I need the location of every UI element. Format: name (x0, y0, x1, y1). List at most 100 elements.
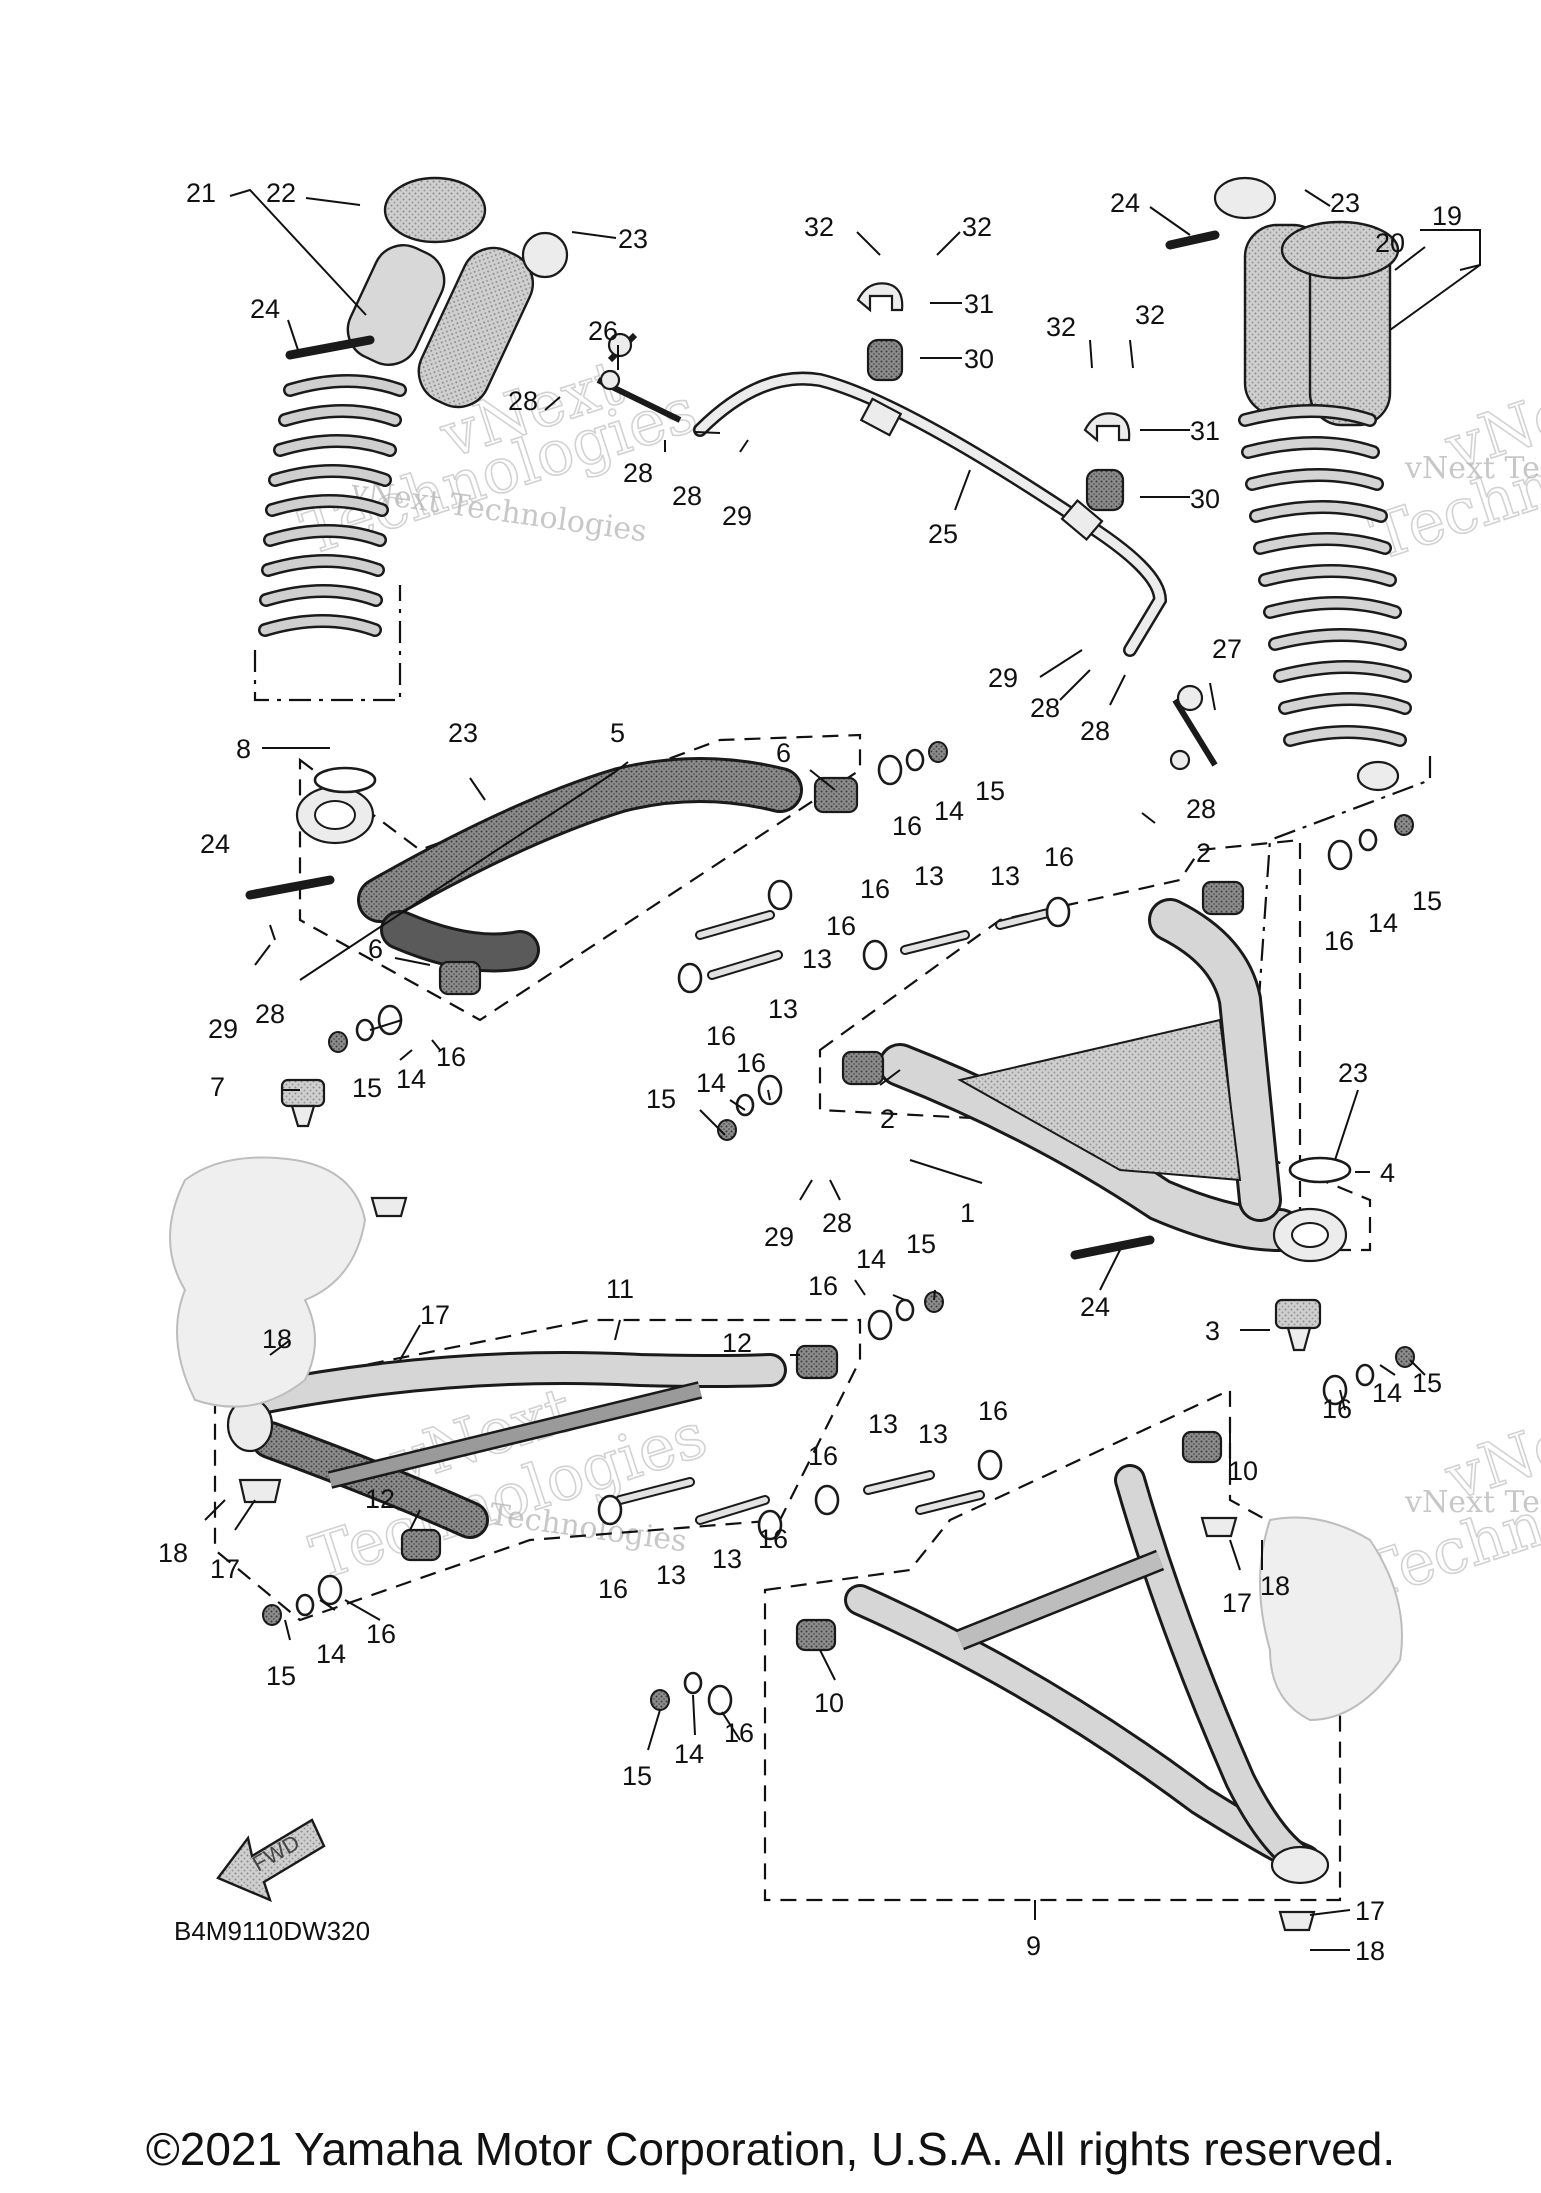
callout: 4 (1380, 1158, 1395, 1188)
callout: 20 (1375, 228, 1405, 258)
steering-knuckle-right (1259, 1298, 1403, 1722)
callout: 16 (808, 1271, 838, 1301)
callout: 29 (722, 501, 752, 531)
ball-joint (1274, 1298, 1322, 1330)
callout: 29 (988, 663, 1018, 693)
callout: 11 (606, 1274, 634, 1304)
callout: 13 (868, 1409, 898, 1439)
callout: 32 (962, 212, 992, 242)
callout: 21 (186, 178, 216, 208)
bushing (1085, 468, 1125, 512)
callout: 16 (724, 1718, 754, 1748)
callout: 18 (1260, 1571, 1290, 1601)
callout: 29 (764, 1222, 794, 1252)
bracket (856, 282, 904, 313)
callout: 17 (420, 1300, 450, 1330)
callout: 6 (776, 738, 791, 768)
callout: 1 (960, 1198, 975, 1228)
callout: 10 (1228, 1456, 1258, 1486)
callout: 23 (1330, 188, 1360, 218)
callout: 15 (266, 1661, 296, 1691)
callout: 23 (1338, 1058, 1368, 1088)
callout: 12 (365, 1484, 395, 1514)
callout: 28 (822, 1208, 852, 1238)
callout: 28 (623, 458, 653, 488)
callout: 17 (1355, 1896, 1385, 1926)
callout: 16 (436, 1042, 466, 1072)
callout: 14 (934, 796, 964, 826)
lower-arm-9 (763, 1388, 1342, 1902)
circlip (313, 766, 377, 794)
stabilizer-bar (596, 282, 1218, 771)
callout: 28 (1186, 794, 1216, 824)
hardware (238, 230, 1415, 1932)
callout: 32 (1046, 312, 1076, 342)
callout: 16 (808, 1441, 838, 1471)
callout: 16 (598, 1574, 628, 1604)
callout: 16 (860, 874, 890, 904)
callout: 30 (964, 344, 994, 374)
callout: 14 (1372, 1378, 1402, 1408)
callout: 27 (1212, 634, 1242, 664)
fwd-arrow-icon: FWD (216, 1818, 326, 1903)
callout: 23 (618, 224, 648, 254)
callout: 18 (1355, 1936, 1385, 1966)
watermark-text: vNext Tec (1404, 1485, 1541, 1520)
callout: 14 (316, 1639, 346, 1669)
bracket (1083, 412, 1131, 443)
diagram-code: B4M9110DW320 (174, 1916, 370, 1946)
callout: 16 (892, 811, 922, 841)
callout: 32 (1135, 300, 1165, 330)
callouts: 21 22 23 24 32 32 31 30 24 23 19 20 32 3… (158, 178, 1462, 1966)
callout: 31 (964, 289, 994, 319)
callout: 19 (1432, 201, 1462, 231)
callout: 14 (1368, 908, 1398, 938)
callout: 14 (696, 1068, 726, 1098)
watermark-text: vNext Tec (1404, 451, 1541, 486)
callout: 24 (200, 829, 230, 859)
callout: 2 (1196, 838, 1211, 868)
callout: 13 (914, 861, 944, 891)
callout: 13 (656, 1560, 686, 1590)
callout: 15 (906, 1229, 936, 1259)
callout: 28 (1030, 693, 1060, 723)
shock-absorber-right (1213, 176, 1432, 1201)
callout: 13 (802, 944, 832, 974)
callout: 12 (722, 1328, 752, 1358)
callout: 8 (236, 734, 251, 764)
callout: 24 (1080, 1292, 1110, 1322)
callout: 22 (266, 178, 296, 208)
callout: 24 (1110, 188, 1140, 218)
callout: 28 (255, 999, 285, 1029)
callout: 9 (1026, 1931, 1041, 1961)
callout: 18 (262, 1324, 292, 1354)
callout: 30 (1190, 484, 1220, 514)
callout: 14 (674, 1739, 704, 1769)
callout: 15 (1412, 1368, 1442, 1398)
callout: 16 (736, 1048, 766, 1078)
callout: 25 (928, 519, 958, 549)
callout: 13 (990, 861, 1020, 891)
callout: 23 (448, 718, 478, 748)
callout: 24 (250, 294, 280, 324)
callout: 6 (368, 934, 383, 964)
callout: 13 (768, 994, 798, 1024)
callout: 31 (1190, 416, 1220, 446)
callout: 16 (826, 911, 856, 941)
callout: 16 (1324, 926, 1354, 956)
callout: 28 (672, 481, 702, 511)
callout: 16 (758, 1524, 788, 1554)
callout: 16 (1322, 1394, 1352, 1424)
callout: 14 (396, 1064, 426, 1094)
callout: 14 (856, 1244, 886, 1274)
leader-lines (204, 188, 1481, 1951)
callout: 28 (508, 386, 538, 416)
coil-spring-left (258, 374, 407, 637)
callout: 28 (1080, 716, 1110, 746)
callout: 18 (158, 1538, 188, 1568)
upper-arm-11 (213, 1318, 862, 1622)
coil-spring-right (1238, 404, 1412, 747)
callout: 10 (814, 1688, 844, 1718)
ball-joint (280, 1078, 326, 1108)
callout: 15 (1412, 886, 1442, 916)
